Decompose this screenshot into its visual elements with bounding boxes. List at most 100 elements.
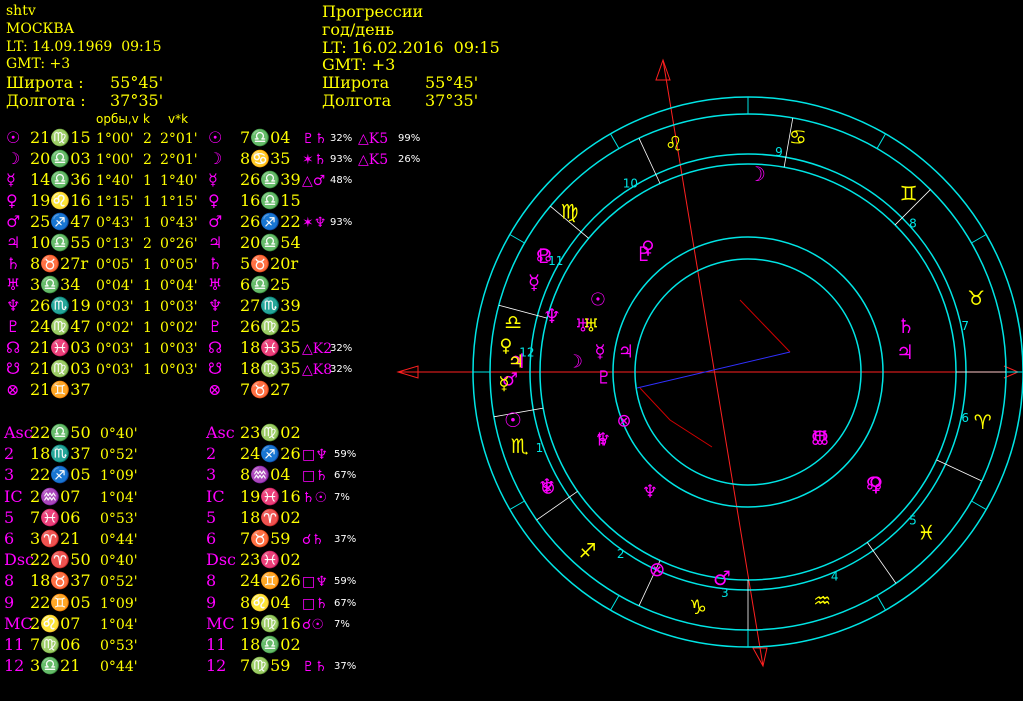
natal-house-label: MC	[4, 613, 33, 633]
progressed-planet-icon: ♆	[543, 304, 561, 328]
natal-planet-icon: ☊	[866, 474, 882, 495]
aspect-ring	[634, 258, 862, 486]
k-value: 1	[143, 362, 152, 378]
natal-planet-glyph: ♅	[6, 275, 21, 294]
prog-house-position: 23♓02	[240, 550, 301, 570]
prog-house-position: 19♍16	[240, 613, 301, 633]
prog-planet-glyph: ☽	[208, 149, 223, 168]
natal-house-position: 22♎50	[30, 423, 91, 442]
prog-planet-position: 16♎15	[240, 191, 301, 210]
prog-lat-label: Широта	[322, 73, 390, 92]
aspect-percent: 99%	[398, 133, 421, 144]
aspect-percent: 26%	[398, 154, 421, 165]
prog-planet-position: 6♎25	[240, 275, 291, 294]
natal-planet-icon: ♆	[642, 482, 658, 503]
house-number: 5	[909, 514, 917, 528]
natal-lat-label: Широта :	[6, 73, 84, 92]
orb-value: 0°05'	[96, 257, 134, 273]
aspect-label: ✶♄	[302, 152, 327, 168]
house-number: 2	[617, 547, 625, 561]
house-number: 10	[623, 177, 638, 191]
prog-house-label: 8	[206, 571, 217, 591]
prog-planet-glyph: ☿	[208, 170, 218, 189]
prog-house-label: 12	[206, 656, 227, 676]
progressed-planet-icon: ☊	[811, 426, 829, 450]
natal-house-position: 2♌07	[30, 613, 81, 633]
prog-house-label: 3	[206, 465, 217, 485]
asc-arrow-icon	[396, 365, 419, 379]
k-value: 2	[143, 131, 152, 147]
house-number: 8	[909, 216, 917, 230]
natal-house-position: 22♐05	[30, 465, 91, 485]
prog-planet-position: 27♏39	[240, 296, 301, 315]
prog-house-position: 24♊26	[240, 571, 301, 591]
natal-planet-position: 21♓03	[30, 338, 91, 357]
prog-house-position: 7♍59	[240, 656, 291, 676]
natal-planet-icon: ☊	[536, 246, 552, 267]
vk-header: v*k	[168, 112, 189, 126]
prog-planet-glyph: ♇	[208, 317, 223, 336]
sign-divider	[876, 595, 886, 611]
vk-value: 0°04'	[160, 278, 198, 294]
natal-planet-position: 26♏19	[30, 296, 91, 315]
k-value: 1	[143, 173, 152, 189]
vk-value: 1°40'	[160, 173, 198, 189]
natal-planet-position: 25♐47	[30, 212, 91, 231]
sign-divider	[610, 595, 620, 611]
natal-planet-position: 21♍03	[30, 359, 91, 378]
sign-divider	[971, 234, 987, 244]
sign-divider	[610, 133, 620, 149]
natal-planet-icon: ♃	[618, 342, 634, 363]
aspect-label: □♄	[302, 595, 328, 612]
prog-planet-glyph: ♄	[208, 254, 223, 273]
natal-planet-position: 21♊37	[30, 380, 91, 399]
aspect-percent: 37%	[334, 661, 357, 673]
aspect-label: ♄☉	[302, 489, 328, 506]
natal-planet-position: 14♎36	[30, 170, 91, 189]
orb-value: 0°43'	[96, 215, 134, 231]
vk-value: 2°01'	[160, 131, 198, 147]
natal-lon-value: 37°35'	[110, 91, 164, 110]
natal-local-time: LT: 14.09.1969 09:15	[6, 39, 162, 55]
natal-house-label: Asc	[4, 423, 33, 442]
prog-house-position: 19♓16	[240, 486, 301, 506]
natal-planet-position: 19♌16	[30, 191, 91, 210]
aspect-percent: 32%	[330, 133, 353, 144]
zodiac-sign-icon: ♍	[561, 199, 579, 223]
sign-divider	[509, 234, 525, 244]
natal-planet-position: 20♎03	[30, 149, 91, 168]
prog-house-label: IC	[206, 486, 225, 506]
natal-planet-glyph: ☊	[6, 338, 21, 357]
prog-planet-glyph: ☉	[208, 128, 223, 147]
natal-planet-glyph: ☽	[6, 149, 21, 168]
aspect-line	[636, 351, 791, 389]
prog-house-position: 18♎02	[240, 635, 301, 654]
k-value: 1	[143, 215, 152, 231]
progressed-planet-icon: ♃	[508, 349, 526, 373]
aspect-percent: 93%	[330, 217, 353, 228]
house-number: 1	[536, 441, 544, 455]
progressed-planet-icon: ♅	[811, 426, 829, 450]
zodiac-sign-icon: ♑	[689, 595, 707, 619]
natal-house-position: 7♍06	[30, 635, 81, 654]
house-orb: 0°40'	[100, 553, 138, 570]
progressed-planet-icon: ♂	[713, 566, 731, 590]
k-value: 1	[143, 320, 152, 336]
aspect-percent: 48%	[330, 175, 353, 186]
vk-value: 0°26'	[160, 236, 198, 252]
orb-value: 0°02'	[96, 320, 134, 336]
k-header: k	[143, 112, 150, 126]
progressed-planet-icon: ☉	[504, 408, 522, 432]
progressed-planet-icon: ⊗	[649, 557, 666, 581]
natal-house-position: 7♓06	[30, 507, 81, 527]
natal-house-label: 6	[4, 529, 15, 548]
natal-house-label: 9	[4, 592, 15, 612]
prog-lat-value: 55°45'	[425, 73, 479, 92]
prog-house-label: 2	[206, 444, 217, 464]
house-orb: 0°53'	[100, 510, 138, 527]
aspect-label: □♆	[302, 574, 328, 591]
natal-house-label: 12	[4, 656, 25, 676]
prog-planet-glyph: ♅	[208, 275, 223, 294]
prog-planet-glyph: ☋	[208, 359, 223, 378]
house-cusp	[638, 560, 661, 606]
